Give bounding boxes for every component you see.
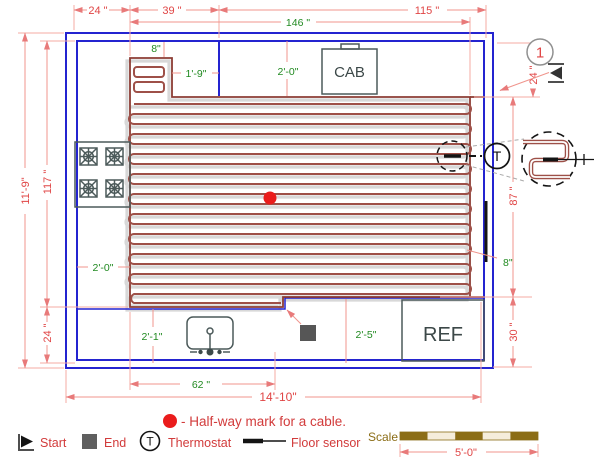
thermostat-icon: T [483, 142, 511, 170]
svg-text:62 ": 62 " [192, 379, 211, 391]
svg-text:39 ": 39 " [162, 5, 181, 17]
refrigerator-box: REF [401, 299, 485, 362]
start-legend-icon [18, 434, 34, 451]
svg-text:2'-0": 2'-0" [93, 262, 114, 274]
end-legend-icon [82, 434, 97, 449]
dim-left-117: 117 " [42, 40, 54, 308]
svg-text:115 ": 115 " [415, 5, 440, 17]
dim-interior-2-5: 2'-5" [345, 299, 377, 363]
dim-interior-8: 8" [151, 42, 165, 57]
scale-label: Scale [368, 430, 398, 444]
dim-right-30: 30 " [508, 296, 520, 368]
dim-left-24: 24 " [42, 306, 54, 364]
dim-bottom-62: 62 " [129, 379, 276, 391]
dim-top-146: 146 " [129, 17, 471, 29]
svg-text:24 ": 24 " [42, 323, 54, 342]
room-walls [65, 32, 494, 369]
svg-text:8": 8" [151, 43, 161, 55]
refrigerator-label: REF [423, 324, 463, 346]
legend: - Half-way mark for a cable. Start End T… [18, 414, 539, 459]
end-marker-icon [286, 309, 316, 341]
thermostat-label: Thermostat [168, 436, 232, 450]
cable-start-loop [133, 66, 165, 78]
svg-text:87 ": 87 " [508, 186, 520, 205]
svg-text:8": 8" [503, 257, 513, 269]
halfway-label: - Half-way mark for a cable. [181, 414, 346, 429]
floor-sensor-label: Floor sensor [291, 436, 360, 450]
sensor-location-circle [436, 140, 468, 172]
cabinet-box: CAB [321, 43, 378, 95]
end-label: End [104, 436, 126, 450]
sink-icon [186, 316, 234, 356]
svg-text:1'-9": 1'-9" [186, 68, 207, 80]
svg-text:1: 1 [536, 45, 544, 62]
svg-text:T: T [146, 435, 154, 449]
dim-top-39: 39 " [129, 5, 220, 17]
cable-start-loop [133, 81, 165, 93]
dim-scale: 5'-0" [399, 444, 539, 459]
svg-text:11'-9": 11'-9" [20, 177, 32, 204]
svg-text:2'-1": 2'-1" [142, 331, 163, 343]
svg-text:14'-10": 14'-10" [259, 390, 296, 404]
cable-shadow [124, 59, 470, 312]
halfway-dot-icon [163, 414, 177, 428]
dim-interior-1-9: 1'-9" [172, 68, 219, 80]
dim-interior-2-0-top: 2'-0" [278, 41, 299, 96]
dim-right-8-leader: 8" [466, 249, 513, 269]
svg-text:24 ": 24 " [88, 5, 107, 17]
heating-cable [128, 103, 472, 304]
svg-text:2'-0": 2'-0" [278, 66, 299, 78]
start-marker-icon [499, 63, 564, 91]
cabinet-label: CAB [334, 64, 365, 81]
scale-value: 5'-0" [455, 447, 477, 459]
halfway-mark-icon [263, 191, 277, 205]
dim-interior-2-0-left: 2'-0" [77, 262, 130, 274]
svg-text:2'-5": 2'-5" [356, 329, 377, 341]
dim-interior-2-1: 2'-1" [142, 309, 163, 363]
scale-bar [399, 431, 539, 441]
svg-text:117 ": 117 " [42, 170, 54, 195]
counter-edge [77, 297, 484, 310]
svg-text:30 ": 30 " [508, 322, 520, 341]
svg-text:T: T [493, 148, 502, 164]
start-label: Start [40, 436, 67, 450]
dim-top-115: 115 " [218, 5, 487, 17]
heated-area [128, 57, 484, 308]
stove-icon [74, 141, 131, 208]
dim-top-24: 24 " [73, 5, 131, 17]
dim-left-11-9: 11'-9" [20, 32, 32, 369]
dim-bottom-14-10: 14'-10" [65, 390, 482, 404]
dim-right-87: 87 " [508, 96, 520, 298]
svg-text:146 ": 146 " [286, 17, 310, 29]
svg-text:24 ": 24 " [528, 65, 540, 84]
detail-zoom-circle [521, 131, 594, 187]
detail-marker-1: 1 [526, 38, 554, 66]
thermostat-legend-icon: T [139, 430, 161, 452]
